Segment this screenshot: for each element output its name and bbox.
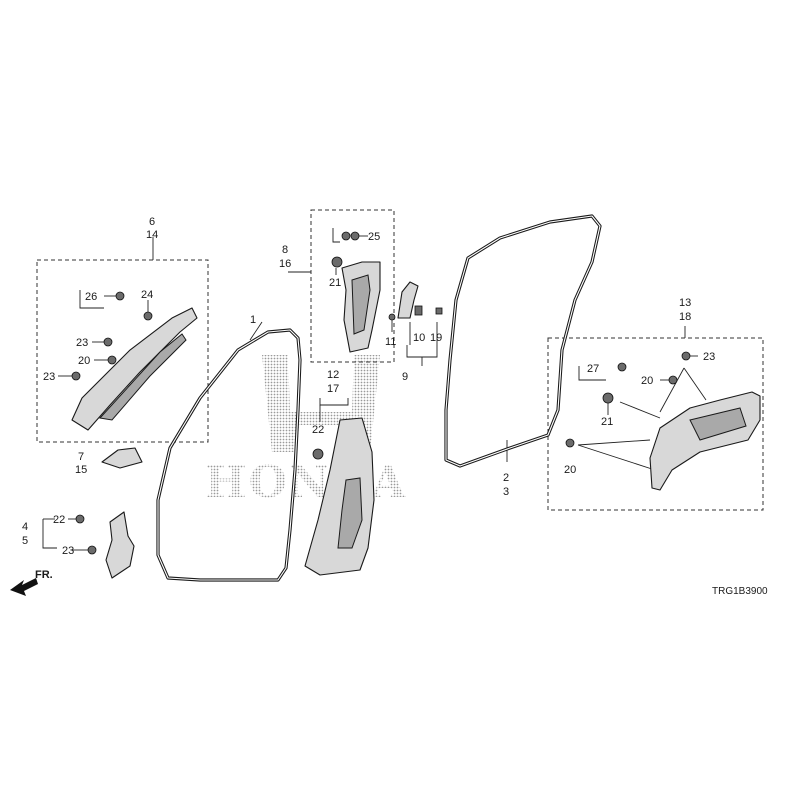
front-bracket [105, 511, 135, 579]
label-9: 9 [402, 371, 408, 383]
label-5: 5 [22, 535, 28, 547]
label-2: 2 [503, 472, 509, 484]
label-25: 25 [368, 231, 380, 243]
group-box-8-16 [310, 209, 395, 363]
label-13: 13 [679, 297, 691, 309]
label-23-d: 23 [703, 351, 715, 363]
label-8: 8 [282, 244, 288, 256]
honda-logo-watermark: HONDA [205, 355, 407, 508]
label-18: 18 [679, 311, 691, 323]
b-pillar-lower-garnish [304, 417, 375, 576]
label-23-b: 23 [43, 371, 55, 383]
part-labels: 6 14 26 24 23 20 23 7 15 4 5 22 23 1 8 1… [22, 216, 768, 597]
group-box-13-18 [547, 337, 764, 511]
label-23-a: 23 [76, 337, 88, 349]
front-arrow-indicator: FR. [10, 569, 53, 596]
label-22-a: 22 [53, 514, 65, 526]
label-11: 11 [385, 336, 396, 348]
label-21-b: 21 [601, 416, 613, 428]
front-door-seal [156, 328, 302, 582]
front-label: FR. [35, 569, 53, 581]
label-3: 3 [503, 486, 509, 498]
b-pillar-upper-garnish [341, 261, 381, 353]
diagram-code: TRG1B3900 [712, 586, 768, 597]
label-12: 12 [327, 369, 339, 381]
label-7: 7 [78, 451, 84, 463]
label-10: 10 [413, 332, 425, 344]
label-21-a: 21 [329, 277, 341, 289]
label-14: 14 [146, 229, 158, 241]
label-16: 16 [279, 258, 291, 270]
label-23-c: 23 [62, 545, 74, 557]
label-20-a: 20 [78, 355, 90, 367]
label-19: 19 [430, 332, 442, 344]
fasteners [71, 231, 691, 555]
label-26: 26 [85, 291, 97, 303]
label-4: 4 [22, 521, 28, 533]
rear-quarter-trim [649, 391, 761, 491]
label-17: 17 [327, 383, 339, 395]
lower-garnish [101, 447, 143, 469]
watermark-text: HONDA [205, 457, 407, 508]
label-27: 27 [587, 363, 599, 375]
label-22-b: 22 [312, 424, 324, 436]
group-box-6-14 [36, 259, 209, 443]
label-20-b: 20 [641, 375, 653, 387]
label-24: 24 [141, 289, 153, 301]
label-6: 6 [149, 216, 155, 228]
label-20-c: 20 [564, 464, 576, 476]
label-1: 1 [250, 314, 256, 326]
rear-door-seal [444, 214, 602, 468]
leader-lines [42, 228, 707, 551]
a-pillar-garnish [71, 307, 198, 431]
grab-handle [397, 281, 419, 319]
label-15: 15 [75, 464, 87, 476]
